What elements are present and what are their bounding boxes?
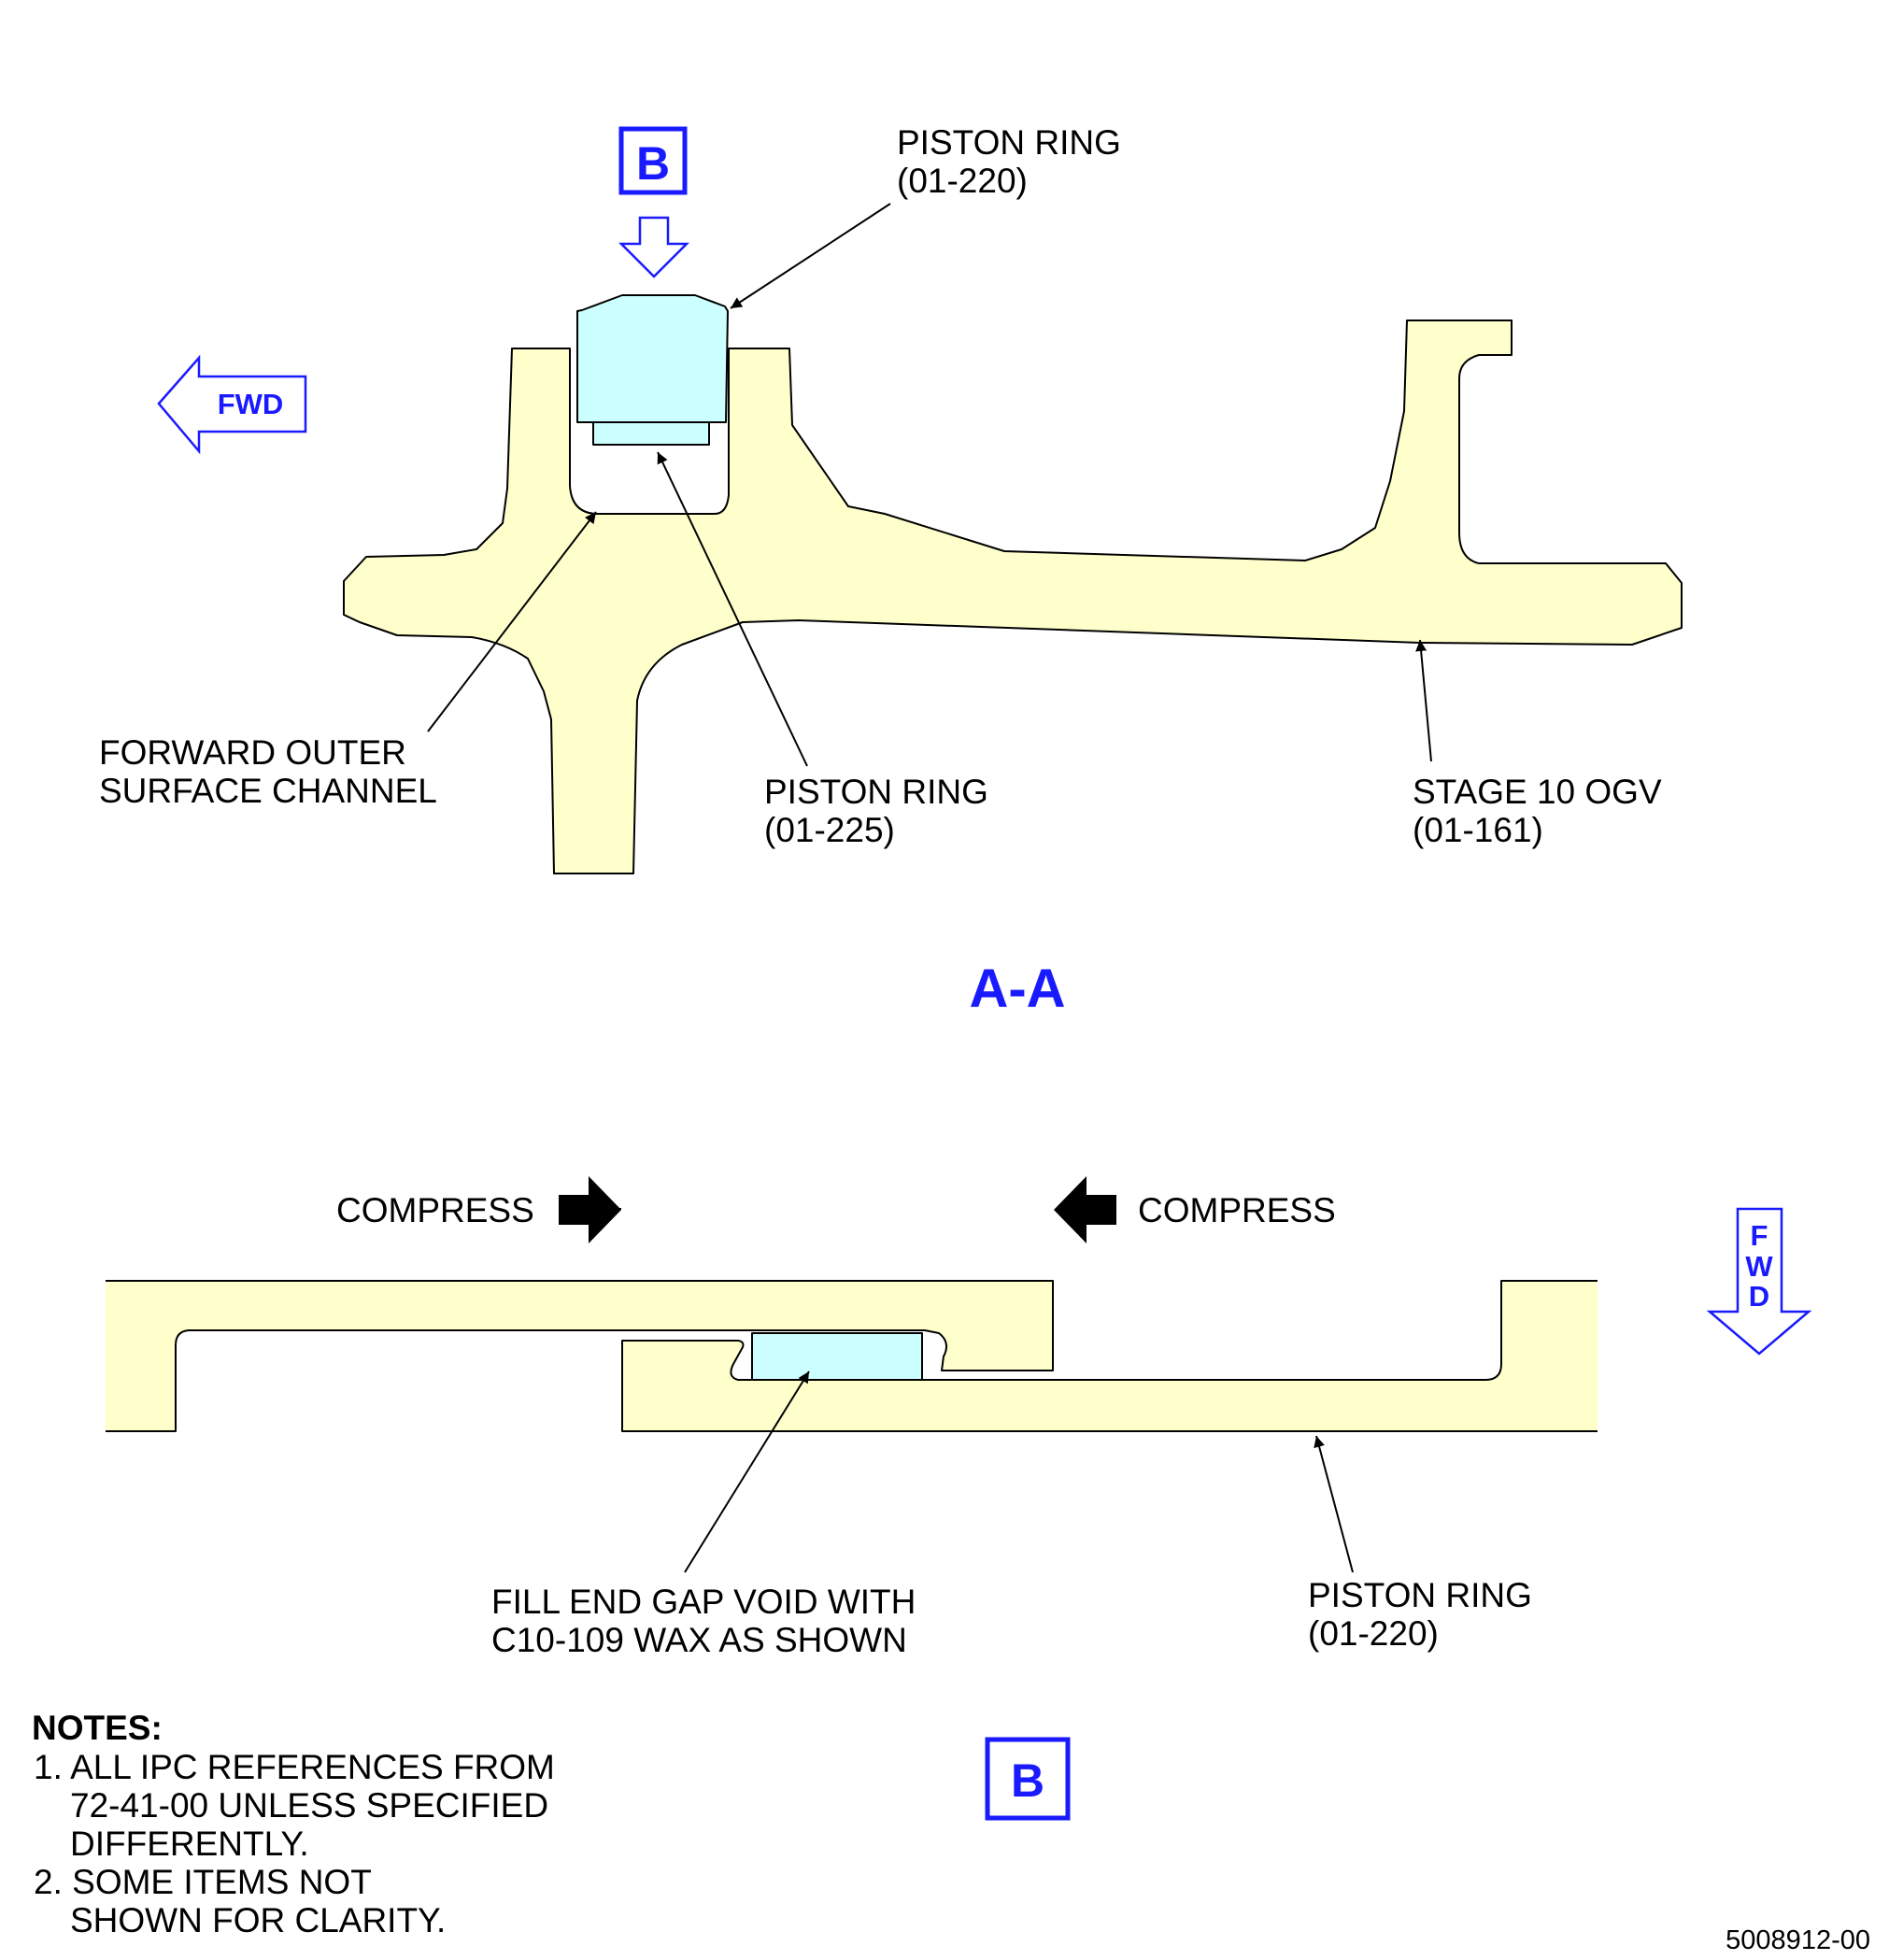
section-aa: B FWD PISTON RING (01-220) FORWARD OUTER… — [99, 123, 1683, 1019]
detail-b-title-box — [985, 1737, 1071, 1821]
compress-label-left: COMPRESS — [336, 1191, 534, 1229]
callout-piston-ring-upper-ref: (01-220) — [897, 162, 1028, 200]
note-line-1: 1. ALL IPC REFERENCES FROM — [34, 1748, 555, 1786]
callout-detail-b-piston-ring-name: PISTON RING — [1308, 1576, 1532, 1614]
notes: NOTES: 1. ALL IPC REFERENCES FROM 72-41-… — [32, 1709, 555, 1939]
notes-heading: NOTES: — [32, 1709, 163, 1747]
leader-stage10 — [1415, 639, 1432, 762]
leader-forward-channel — [427, 511, 597, 732]
callout-fill-gap-line2: C10-109 WAX AS SHOWN — [491, 1621, 907, 1659]
leader-piston-ring-upper — [730, 203, 891, 309]
fwd-arrow-down-icon — [1706, 1207, 1812, 1356]
leader-detail-b-piston-ring — [1314, 1435, 1354, 1573]
leader-piston-ring-lower — [657, 451, 808, 767]
callout-piston-ring-upper-name: PISTON RING — [897, 123, 1121, 162]
leader-fill-gap — [684, 1371, 810, 1573]
callout-forward-channel-line1: FORWARD OUTER — [99, 733, 406, 772]
note-line-3: DIFFERENTLY. — [70, 1825, 309, 1863]
fwd-letter-f: F — [1751, 1219, 1768, 1252]
callout-piston-ring-lower-ref: (01-225) — [764, 811, 895, 849]
note-line-5: SHOWN FOR CLARITY. — [70, 1901, 446, 1939]
callout-stage10-ref: (01-161) — [1413, 811, 1543, 849]
compress-arrow-right-icon — [559, 1176, 621, 1243]
detail-b-title: B — [1011, 1754, 1044, 1807]
compress-arrow-left-icon — [1054, 1176, 1116, 1243]
fwd-arrow-left-icon — [157, 354, 307, 455]
callout-piston-ring-lower-name: PISTON RING — [764, 773, 988, 811]
view-direction-arrow-icon — [618, 216, 690, 278]
callout-detail-b-piston-ring-ref: (01-220) — [1308, 1614, 1439, 1653]
callout-forward-channel-line2: SURFACE CHANNEL — [99, 772, 437, 810]
detail-b: COMPRESS COMPRESS F W D FILL END GAP VOI… — [106, 1176, 1812, 1821]
fwd-letter-w: W — [1745, 1250, 1773, 1283]
section-aa-title: A-A — [969, 959, 1065, 1019]
wax-fill-end-gap — [751, 1332, 923, 1381]
fwd-arrow-left-label: FWD — [218, 388, 284, 420]
detail-b-reference-box — [618, 126, 688, 195]
note-line-2: 72-41-00 UNLESS SPECIFIED — [70, 1786, 548, 1825]
compress-label-right: COMPRESS — [1138, 1191, 1336, 1229]
callout-stage10-name: STAGE 10 OGV — [1413, 773, 1662, 811]
fwd-letter-d: D — [1749, 1280, 1769, 1313]
detail-b-reference-letter: B — [636, 137, 670, 190]
note-line-4: 2. SOME ITEMS NOT — [34, 1863, 372, 1901]
ring-end-left — [106, 1280, 1054, 1432]
ring-end-right — [621, 1280, 1598, 1432]
piston-ring-01-220 — [576, 294, 729, 423]
callout-fill-gap-line1: FILL END GAP VOID WITH — [491, 1583, 916, 1621]
piston-ring-01-225 — [592, 419, 710, 446]
stage-10-ogv-body — [343, 320, 1683, 874]
figure-number: 5008912-00 — [1726, 1925, 1870, 1955]
